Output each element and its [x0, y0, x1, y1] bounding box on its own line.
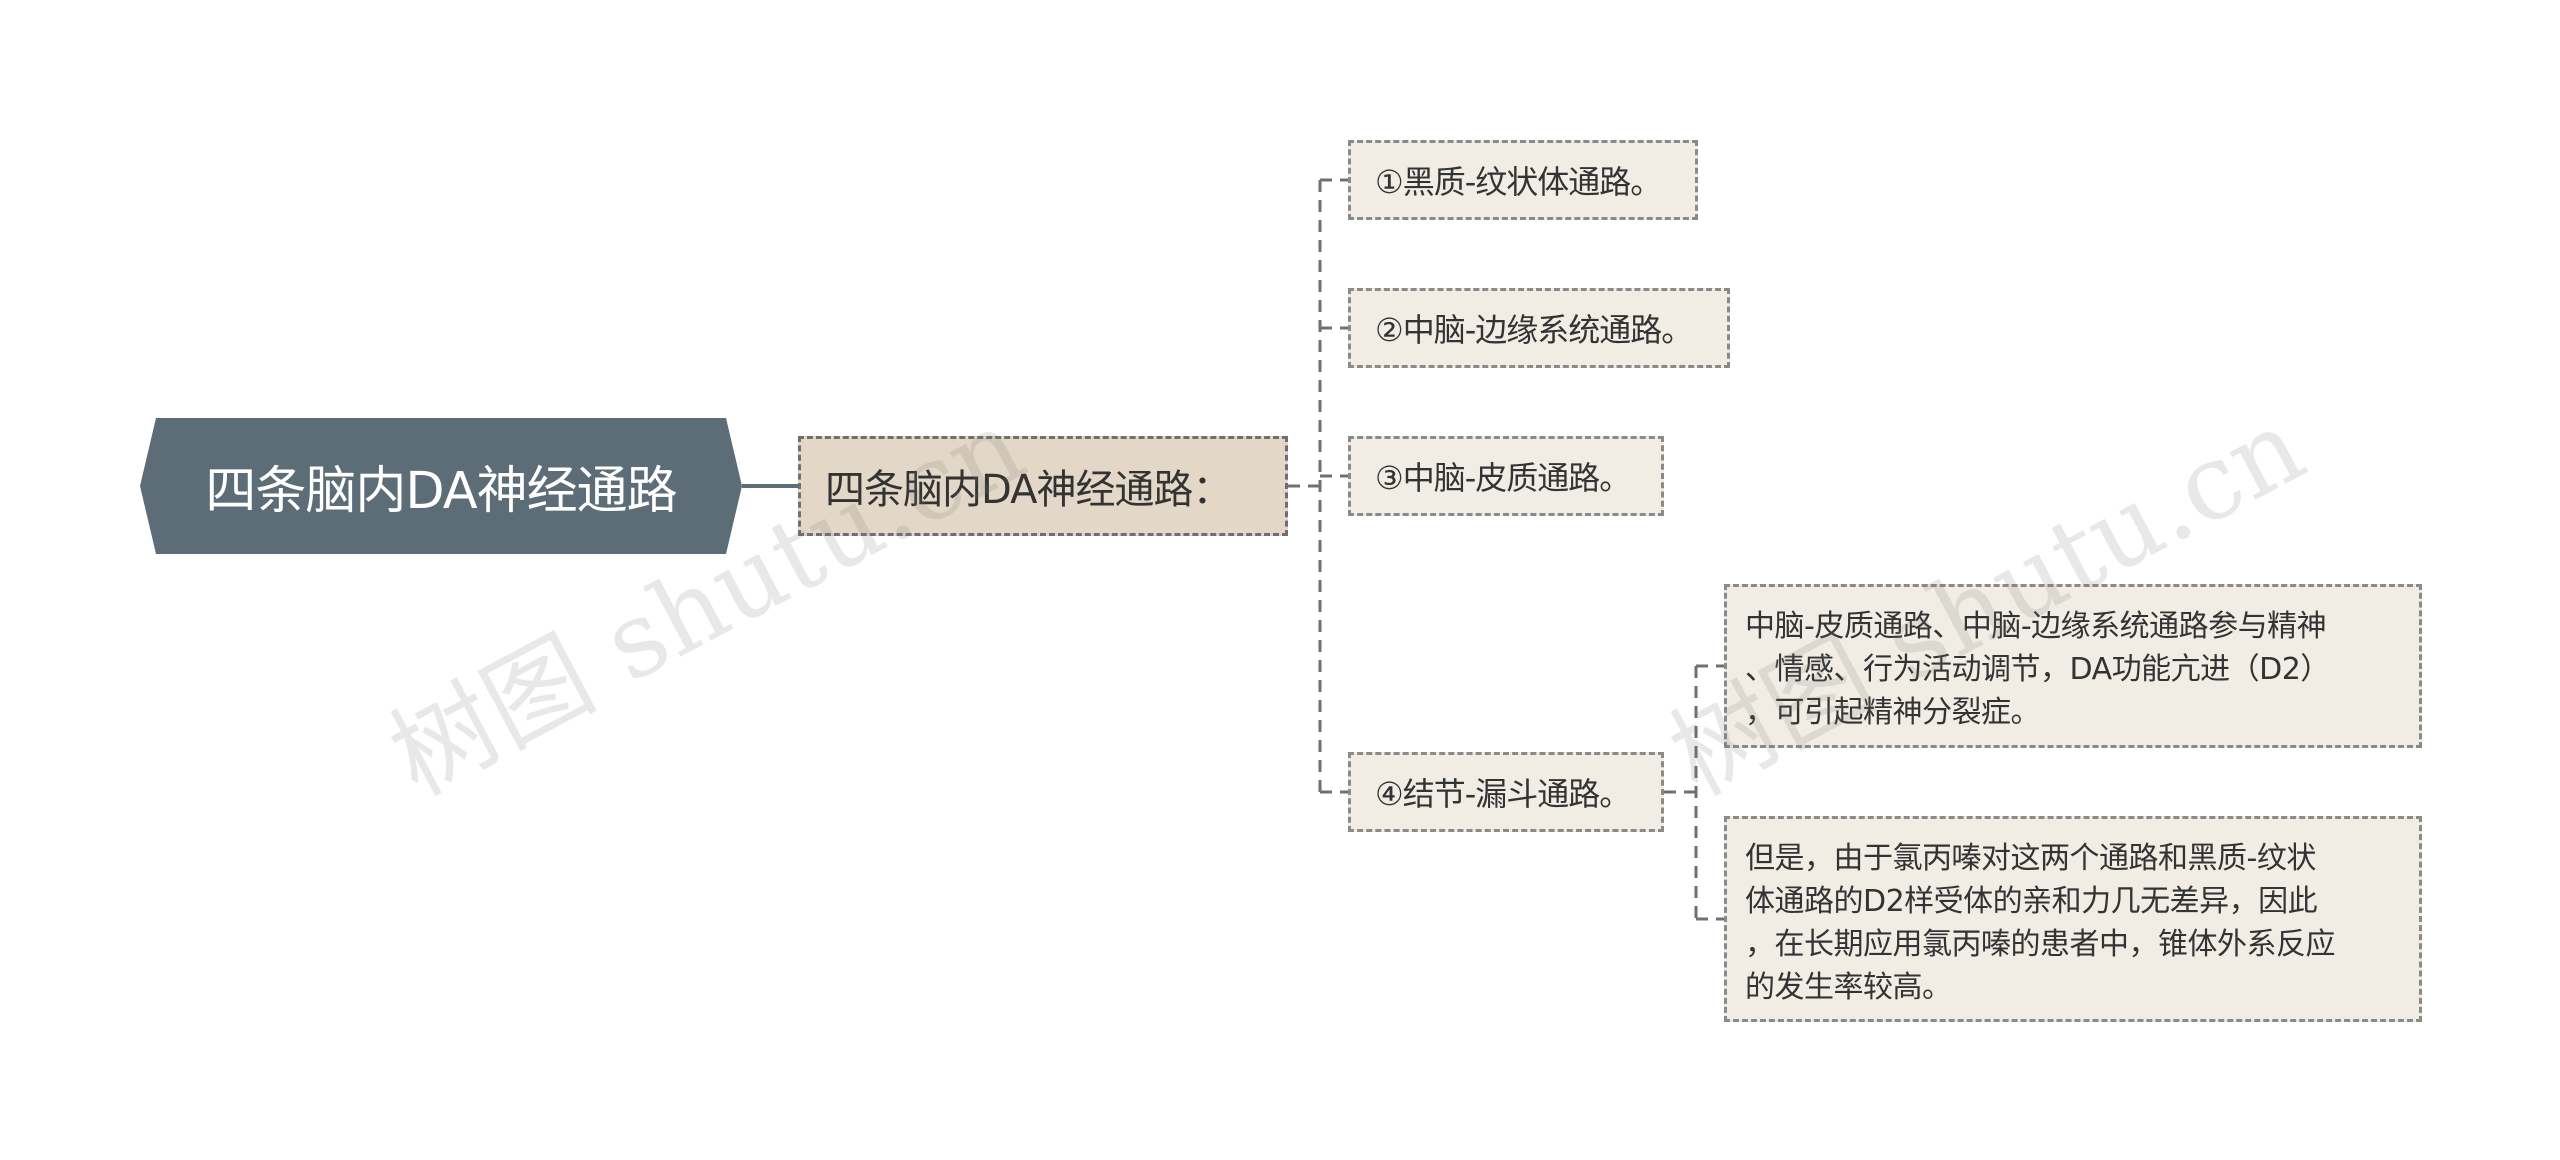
- pathway-node-4[interactable]: ④结节-漏斗通路。: [1348, 752, 1664, 832]
- note-1-line-2: 、情感、行为活动调节，DA功能亢进（D2）: [1745, 652, 2330, 687]
- branch-topic-label: 四条脑内DA神经通路：: [825, 467, 1232, 513]
- pathway-node-3[interactable]: ③中脑-皮质通路。: [1348, 436, 1664, 516]
- branch-topic[interactable]: 四条脑内DA神经通路：: [798, 436, 1288, 536]
- note-1-line-3: ，可引起精神分裂症。: [1745, 695, 2041, 730]
- root-topic[interactable]: 四条脑内DA神经通路: [140, 418, 742, 554]
- pathway-node-2[interactable]: ②中脑-边缘系统通路。: [1348, 288, 1730, 368]
- note-2-line-3: ，在长期应用氯丙嗪的患者中，锥体外系反应: [1745, 927, 2336, 962]
- pathway-label-4: ④结节-漏斗通路。: [1375, 775, 1631, 813]
- pathway-label-1: ①黑质-纹状体通路。: [1375, 163, 1662, 201]
- pathway-label-2: ②中脑-边缘系统通路。: [1375, 311, 1693, 349]
- pathway-node-1[interactable]: ①黑质-纹状体通路。: [1348, 140, 1698, 220]
- root-topic-label: 四条脑内DA神经通路: [205, 462, 677, 521]
- note-2-line-2: 体通路的D2样受体的亲和力几无差异，因此: [1745, 884, 2318, 919]
- note-1-line-1: 中脑-皮质通路、中脑-边缘系统通路参与精神: [1745, 609, 2327, 644]
- pathway-label-3: ③中脑-皮质通路。: [1375, 459, 1631, 497]
- note-2-line-1: 但是，由于氯丙嗪对这两个通路和黑质-纹状: [1745, 841, 2316, 876]
- note-node-1[interactable]: 中脑-皮质通路、中脑-边缘系统通路参与精神 、情感、行为活动调节，DA功能亢进（…: [1724, 584, 2422, 748]
- note-2-line-4: 的发生率较高。: [1745, 970, 1952, 1005]
- note-node-2[interactable]: 但是，由于氯丙嗪对这两个通路和黑质-纹状 体通路的D2样受体的亲和力几无差异，因…: [1724, 816, 2422, 1022]
